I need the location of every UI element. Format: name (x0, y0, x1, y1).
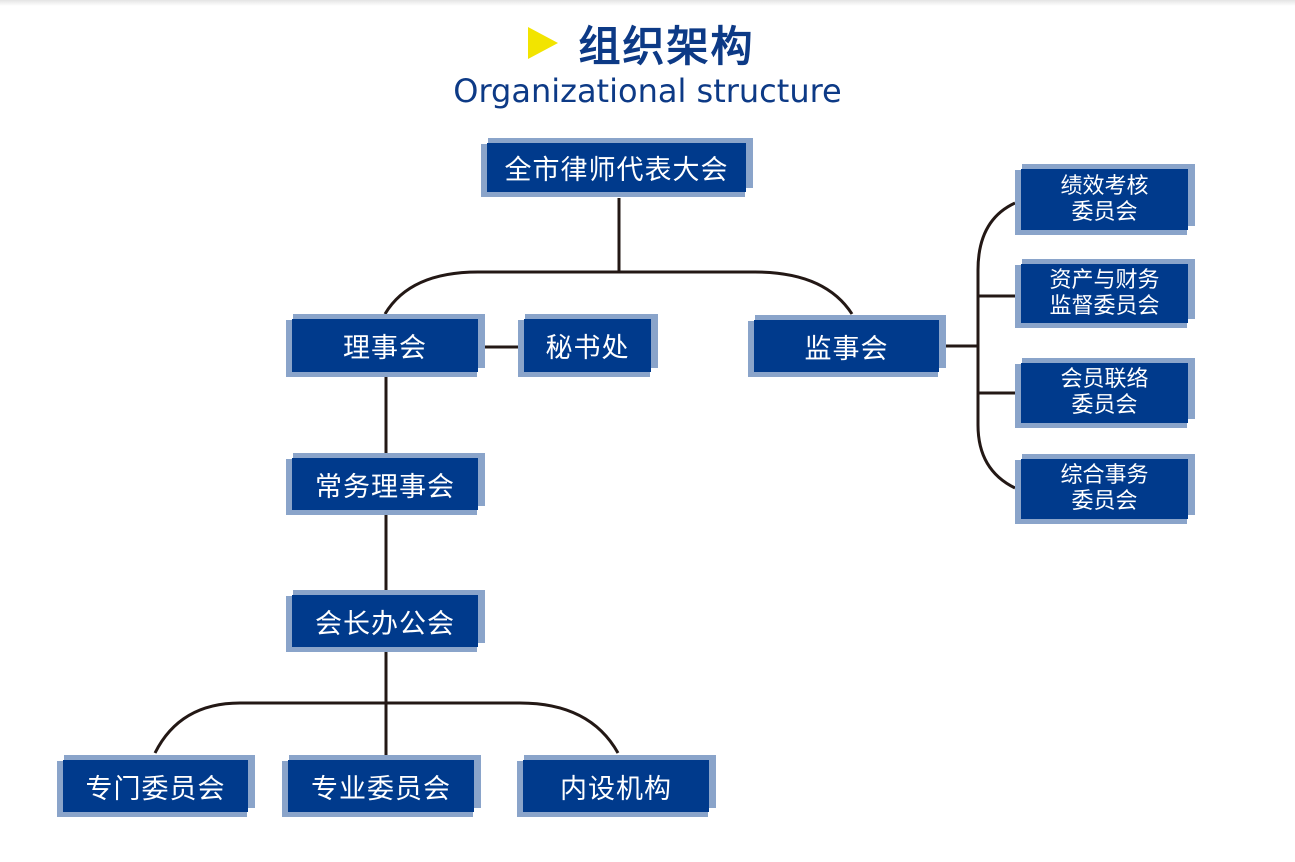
connector-branch-council (383, 270, 619, 315)
node-standing-council-label: 常务理事会 (315, 471, 455, 503)
connector-branch-supervisory (619, 270, 854, 315)
node-secretariat: 秘书处 (518, 314, 658, 377)
page-header: 组织架构 (0, 14, 1295, 72)
node-internal-departments-label: 内设机构 (560, 773, 672, 805)
page-subtitle: Organizational structure (453, 72, 842, 110)
node-member-liaison-committee: 会员联络 委员会 (1015, 358, 1195, 428)
node-member-liaison-committee-label: 会员联络 委员会 (1060, 367, 1149, 418)
node-president-office-meeting: 会长办公会 (286, 590, 485, 652)
connector-branch-special (153, 701, 386, 754)
page-title: 组织架构 (578, 21, 755, 71)
node-standing-council: 常务理事会 (286, 453, 485, 515)
node-general-affairs-committee-label: 综合事务 委员会 (1060, 463, 1149, 514)
node-congress-label: 全市律师代表大会 (504, 155, 729, 186)
node-asset-finance-committee: 资产与财务 监督委员会 (1015, 259, 1195, 328)
node-council: 理事会 (286, 314, 485, 377)
node-performance-committee-label: 绩效考核 委员会 (1060, 173, 1149, 225)
triangle-right-icon (528, 27, 559, 59)
node-president-office-meeting-label: 会长办公会 (315, 608, 455, 640)
node-council-label: 理事会 (343, 333, 427, 364)
node-supervisory-board: 监事会 (748, 315, 946, 377)
node-general-affairs-committee: 综合事务 委员会 (1015, 454, 1195, 524)
node-secretariat-label: 秘书处 (545, 333, 630, 364)
node-professional-committees-label: 专业委员会 (311, 773, 451, 805)
node-asset-finance-committee-label: 资产与财务 监督委员会 (1049, 267, 1160, 319)
top-shadow (0, 0, 1295, 6)
node-professional-committees: 专业委员会 (282, 755, 481, 817)
node-supervisory-board-label: 监事会 (804, 333, 889, 365)
node-congress: 全市律师代表大会 (481, 138, 753, 197)
node-performance-committee: 绩效考核 委员会 (1015, 164, 1195, 235)
connector-branch-internal (386, 701, 620, 754)
node-special-committees-label: 专门委员会 (85, 773, 226, 805)
node-internal-departments: 内设机构 (517, 755, 716, 817)
connector-bracket (976, 201, 1016, 490)
node-special-committees: 专门委员会 (57, 755, 255, 817)
